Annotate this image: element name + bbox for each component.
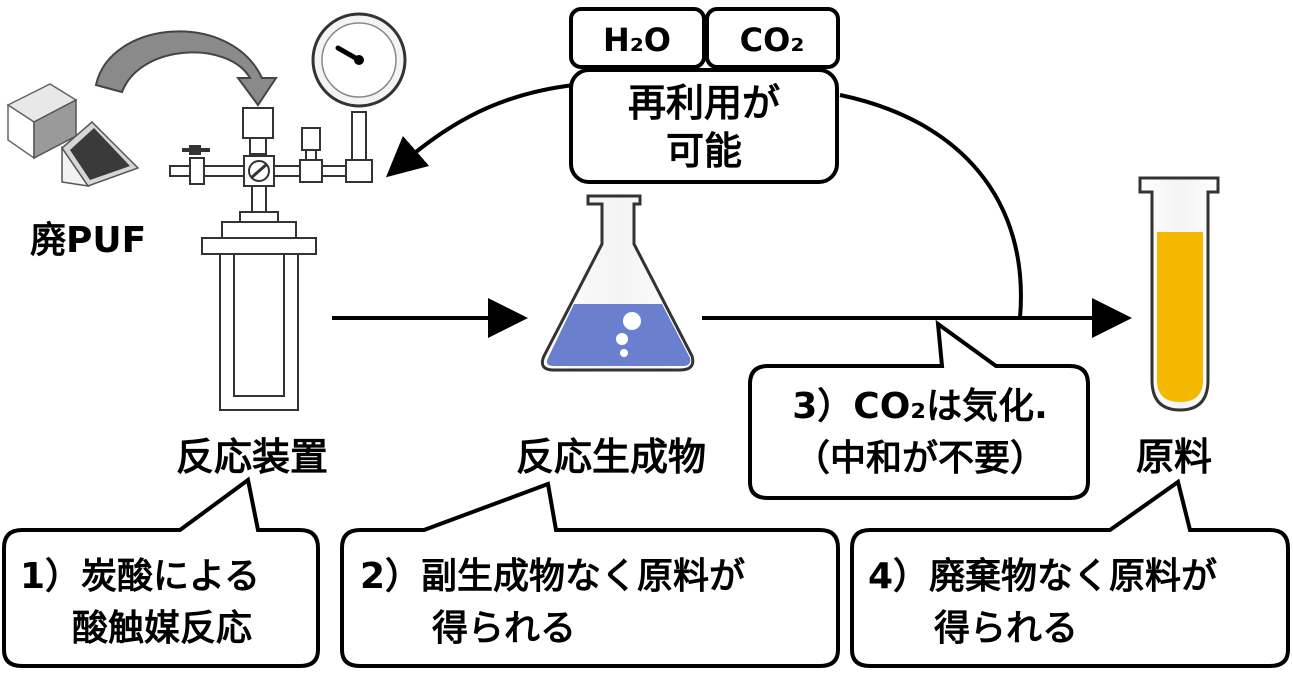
callout-4-box — [850, 478, 1290, 668]
callout-1-box — [1, 476, 320, 668]
callout-4-line2: 得られる — [934, 608, 1078, 649]
callout-3-line1: 3）CO₂は気化. — [792, 386, 1048, 427]
reuse-line1: 再利用が — [628, 81, 780, 125]
test-tube-icon — [1138, 176, 1220, 412]
callout-3-box — [748, 319, 1090, 500]
reactor-label: 反応装置 — [176, 435, 328, 479]
waste-puf-label: 廃PUF — [30, 220, 146, 261]
curved-feed-arrow-icon — [94, 30, 278, 107]
callout-4-line1: 4）廃棄物なく原料が — [868, 556, 1217, 597]
waste-puf-icon — [6, 83, 140, 188]
callout-2-line1: 2）副生成物なく原料が — [360, 556, 745, 597]
raw-material-label: 原料 — [1136, 435, 1212, 479]
callout-3-line2: （中和が不要） — [794, 438, 1046, 479]
reuse-box — [569, 68, 839, 184]
h2o-tag — [569, 7, 706, 69]
co2-tag-text: CO₂ — [740, 21, 805, 59]
callout-1-line1: 1）炭酸による — [20, 556, 260, 597]
callout-1-line2: 酸触媒反応 — [72, 608, 252, 649]
callout-2-box — [340, 481, 840, 668]
callout-2-line2: 得られる — [432, 608, 576, 649]
pressure-gauge-icon — [311, 12, 407, 108]
h2o-tag-text: H₂O — [603, 21, 671, 59]
co2-tag — [705, 7, 840, 69]
reactor-apparatus-icon — [169, 107, 373, 411]
reuse-line2: 可能 — [666, 129, 742, 173]
erlenmeyer-flask-icon — [540, 194, 695, 372]
product-label: 反応生成物 — [516, 435, 706, 479]
reuse-arrow-to-reactor — [385, 83, 575, 178]
reuse-return-arc — [839, 93, 1023, 319]
